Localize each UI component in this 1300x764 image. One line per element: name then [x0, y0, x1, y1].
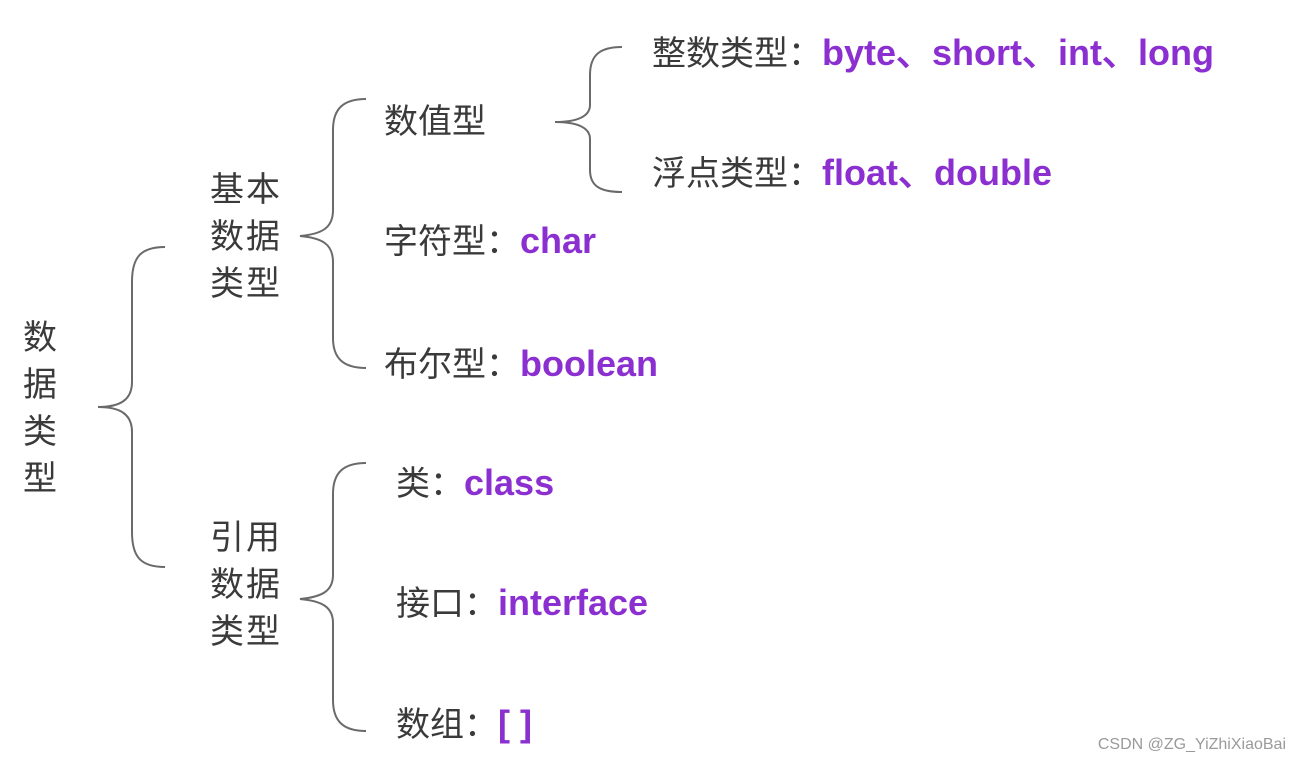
numeric-label: 数值型	[384, 102, 486, 142]
array-row: 数组：[ ]	[396, 703, 532, 745]
integer-label: 整数类型	[652, 34, 788, 74]
array-sep: ：	[464, 705, 498, 745]
root-brace	[97, 246, 166, 568]
float-row: 浮点类型：float、double	[652, 152, 1052, 194]
char-label: 字符型	[384, 222, 486, 262]
watermark: CSDN @ZG_YiZhiXiaoBai	[1097, 736, 1286, 753]
class-sep: ：	[430, 464, 464, 504]
boolean-label: 布尔型	[384, 345, 486, 385]
array-keywords: [ ]	[498, 703, 532, 744]
class-label: 类	[396, 464, 430, 504]
interface-label: 接口	[396, 584, 464, 624]
primitive-label: 基本数据类型	[210, 170, 282, 304]
numeric-brace	[554, 46, 623, 193]
boolean-keywords: boolean	[520, 343, 659, 384]
char-row: 字符型：char	[384, 220, 597, 262]
root-label: 数据类型	[23, 318, 57, 499]
float-label: 浮点类型	[652, 154, 788, 194]
integer-sep: ：	[788, 34, 822, 74]
array-label: 数组	[396, 705, 464, 745]
integer-row: 整数类型：byte、short、int、long	[652, 32, 1214, 74]
char-keywords: char	[520, 220, 597, 261]
reference-label: 引用数据类型	[210, 518, 282, 652]
char-sep: ：	[486, 222, 520, 262]
float-keywords: float、double	[822, 152, 1052, 193]
interface-sep: ：	[464, 584, 498, 624]
boolean-row: 布尔型：boolean	[384, 343, 659, 385]
float-sep: ：	[788, 154, 822, 194]
class-keywords: class	[464, 462, 555, 503]
interface-keywords: interface	[498, 582, 649, 623]
interface-row: 接口：interface	[396, 582, 649, 624]
reference-brace	[299, 462, 367, 732]
integer-keywords: byte、short、int、long	[822, 32, 1214, 73]
class-row: 类：class	[396, 462, 555, 504]
primitive-brace	[299, 98, 367, 369]
boolean-sep: ：	[486, 345, 520, 385]
